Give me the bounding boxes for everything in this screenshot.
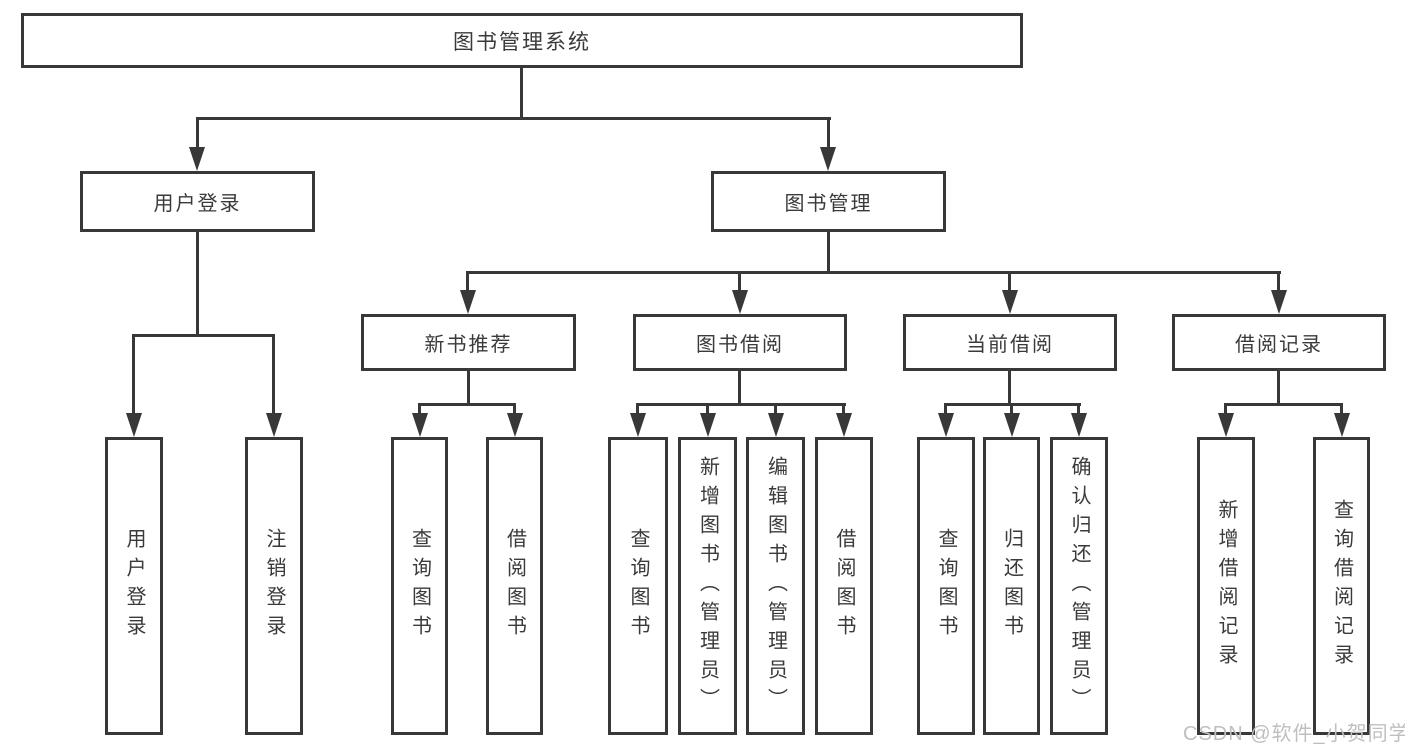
csdn-watermark: CSDN @软件_小贺同学	[1183, 723, 1405, 745]
connector-drop-new-book-rec	[466, 271, 469, 291]
arrowhead-user-login	[189, 147, 205, 171]
connector-drop-bb-borrow	[842, 403, 845, 413]
connector-drop-cb-return	[1010, 403, 1013, 413]
connector-drop-bb-edit	[774, 403, 777, 413]
leaf-br-add-record-label: 新增借阅记录	[1215, 499, 1237, 673]
arrowhead-new-book-rec	[460, 290, 476, 314]
leaf-br-query-record-label: 查询借阅记录	[1330, 499, 1353, 673]
connector-borrow-records-hline	[1224, 403, 1343, 406]
connector-user-login-stem	[196, 232, 199, 335]
connector-drop-current-borrow	[1008, 271, 1011, 291]
arrowhead-book-management	[820, 147, 836, 171]
connector-book-borrow-stem	[738, 371, 741, 404]
connector-user-login-hline	[133, 334, 275, 337]
leaf-bb-add-books-admin: 新增图书（管理员）	[678, 437, 737, 735]
node-library-management-system: 图书管理系统	[21, 13, 1023, 68]
leaf-cb-confirm-return-admin: 确认归还（管理员）	[1050, 437, 1108, 735]
arrowhead-cb-return	[1004, 413, 1020, 437]
connector-drop-br-add	[1224, 403, 1227, 413]
leaf-br-query-record: 查询借阅记录	[1313, 437, 1370, 735]
leaf-cb-return-books-label: 归还图书	[1000, 528, 1023, 644]
connector-book-management-stem	[827, 232, 830, 272]
connector-drop-user-login	[196, 117, 199, 148]
connector-book-borrow-hline	[636, 403, 846, 406]
leaf-bb-borrow-books-label: 借阅图书	[833, 528, 855, 644]
connector-current-borrow-stem	[1008, 371, 1011, 404]
leaf-nb-query-books: 查询图书	[391, 437, 448, 735]
leaf-bb-edit-books-admin-label: 编辑图书（管理员）	[764, 455, 787, 717]
arrowhead-bb-add	[700, 413, 716, 437]
connector-drop-book-management	[827, 117, 830, 148]
connector-new-book-stem	[467, 371, 470, 404]
connector-root-hline	[196, 117, 831, 120]
leaf-nb-borrow-books-label: 借阅图书	[503, 528, 526, 644]
arrowhead-bb-borrow	[836, 413, 852, 437]
connector-drop-nb-query	[418, 403, 421, 413]
node-book-borrowing: 图书借阅	[633, 314, 847, 371]
node-current-borrowing: 当前借阅	[903, 314, 1117, 371]
connector-drop-bb-query	[636, 403, 639, 413]
connector-root-stem	[520, 68, 523, 118]
node-new-book-recommendation: 新书推荐	[361, 314, 576, 371]
connector-drop-bb-add	[706, 403, 709, 413]
leaf-cb-confirm-return-admin-label: 确认归还（管理员）	[1068, 455, 1090, 717]
leaf-cb-return-books: 归还图书	[983, 437, 1040, 735]
leaf-cb-query-books: 查询图书	[917, 437, 975, 735]
connector-drop-cb-query	[944, 403, 947, 413]
connector-new-book-hline	[418, 403, 516, 406]
node-user-login: 用户登录	[80, 171, 315, 232]
arrowhead-nb-query	[412, 413, 428, 437]
node-borrowing-records: 借阅记录	[1172, 314, 1386, 371]
connector-drop-borrow-records	[1277, 271, 1280, 291]
connector-book-management-hline	[467, 271, 1281, 274]
arrowhead-cb-confirm	[1071, 413, 1087, 437]
leaf-user-login-label: 用户登录	[123, 528, 145, 644]
leaf-bb-add-books-admin-label: 新增图书（管理员）	[696, 455, 719, 717]
arrowhead-leaf-logout	[266, 413, 282, 437]
connector-drop-leaf-user-login	[132, 334, 135, 413]
arrowhead-book-borrow	[732, 290, 748, 314]
leaf-cb-query-books-label: 查询图书	[935, 528, 957, 644]
arrowhead-br-query	[1334, 413, 1350, 437]
arrowhead-br-add	[1218, 413, 1234, 437]
leaf-logout: 注销登录	[245, 437, 303, 735]
leaf-nb-borrow-books: 借阅图书	[486, 437, 543, 735]
arrowhead-bb-edit	[768, 413, 784, 437]
leaf-bb-edit-books-admin: 编辑图书（管理员）	[746, 437, 805, 735]
arrowhead-bb-query	[630, 413, 646, 437]
node-book-management: 图书管理	[711, 171, 946, 232]
arrowhead-leaf-user-login	[126, 413, 142, 437]
leaf-nb-query-books-label: 查询图书	[408, 528, 431, 644]
leaf-bb-query-books: 查询图书	[608, 437, 668, 735]
leaf-bb-query-books-label: 查询图书	[627, 528, 649, 644]
leaf-user-login: 用户登录	[105, 437, 163, 735]
connector-drop-book-borrow	[738, 271, 741, 291]
leaf-logout-label: 注销登录	[263, 528, 285, 644]
connector-drop-br-query	[1340, 403, 1343, 413]
connector-drop-nb-borrow	[513, 403, 516, 413]
connector-drop-cb-confirm	[1077, 403, 1080, 413]
arrowhead-nb-borrow	[507, 413, 523, 437]
arrowhead-cb-query	[938, 413, 954, 437]
leaf-br-add-record: 新增借阅记录	[1197, 437, 1255, 735]
connector-borrow-records-stem	[1277, 371, 1280, 404]
arrowhead-borrow-records	[1271, 290, 1287, 314]
arrowhead-current-borrow	[1002, 290, 1018, 314]
leaf-bb-borrow-books: 借阅图书	[815, 437, 873, 735]
connector-drop-leaf-logout	[272, 334, 275, 413]
